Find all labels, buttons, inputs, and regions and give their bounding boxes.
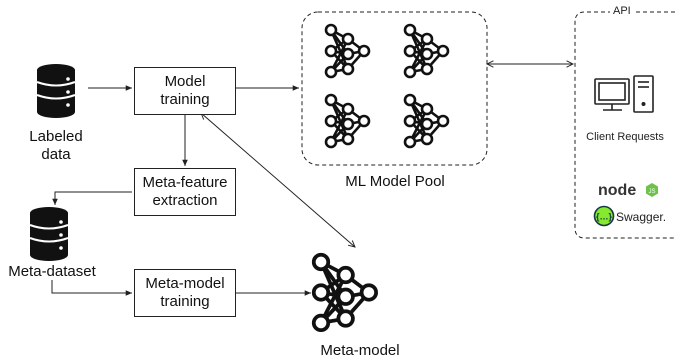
model-training-line1: Model <box>164 73 206 90</box>
meta-dataset-database-icon <box>29 206 69 262</box>
arrow-dataset-to-meta-training <box>51 280 132 296</box>
meta-model-label: Meta-model <box>320 342 400 359</box>
pool-network-icon-4 <box>403 93 450 149</box>
pool-network-icon-2 <box>403 23 450 79</box>
labeled-data-label: Labeled data <box>16 128 96 164</box>
computer-icon <box>594 75 654 113</box>
labeled-data-database-icon <box>36 63 76 119</box>
labeled-data-line1: Labeled <box>29 128 83 145</box>
meta-feature-line2: extraction <box>152 192 218 209</box>
svg-text:{…}: {…} <box>596 212 613 222</box>
meta-model-training-box: Meta-model training <box>134 269 236 317</box>
ml-model-pool-container <box>301 11 488 166</box>
client-requests-label: Client Requests <box>586 131 664 143</box>
api-title: API <box>610 5 634 17</box>
meta-model-network-icon <box>311 252 378 333</box>
svg-text:JS: JS <box>648 189 655 195</box>
model-training-line2: training <box>160 91 210 108</box>
pool-network-icon-1 <box>324 23 371 79</box>
nodejs-logo-icon: node JS <box>598 182 658 199</box>
swagger-logo-icon: {…} <box>593 205 615 227</box>
ml-model-pool-label: ML Model Pool <box>345 173 445 190</box>
api-container <box>574 11 675 239</box>
arrow-meta-feature-to-dataset <box>52 191 132 205</box>
meta-model-training-line1: Meta-model <box>145 275 225 292</box>
svg-text:node: node <box>598 182 636 199</box>
meta-dataset-label: Meta-dataset <box>8 263 96 280</box>
labeled-data-line2: data <box>41 146 71 163</box>
meta-feature-extraction-box: Meta-feature extraction <box>134 168 236 216</box>
meta-feature-line1: Meta-feature <box>142 174 228 191</box>
swagger-label: Swagger. <box>616 210 667 224</box>
pool-network-icon-3 <box>324 93 371 149</box>
meta-model-training-line2: training <box>160 293 210 310</box>
arrow-training-to-meta-model <box>201 113 355 247</box>
model-training-box: Model training <box>134 67 236 115</box>
